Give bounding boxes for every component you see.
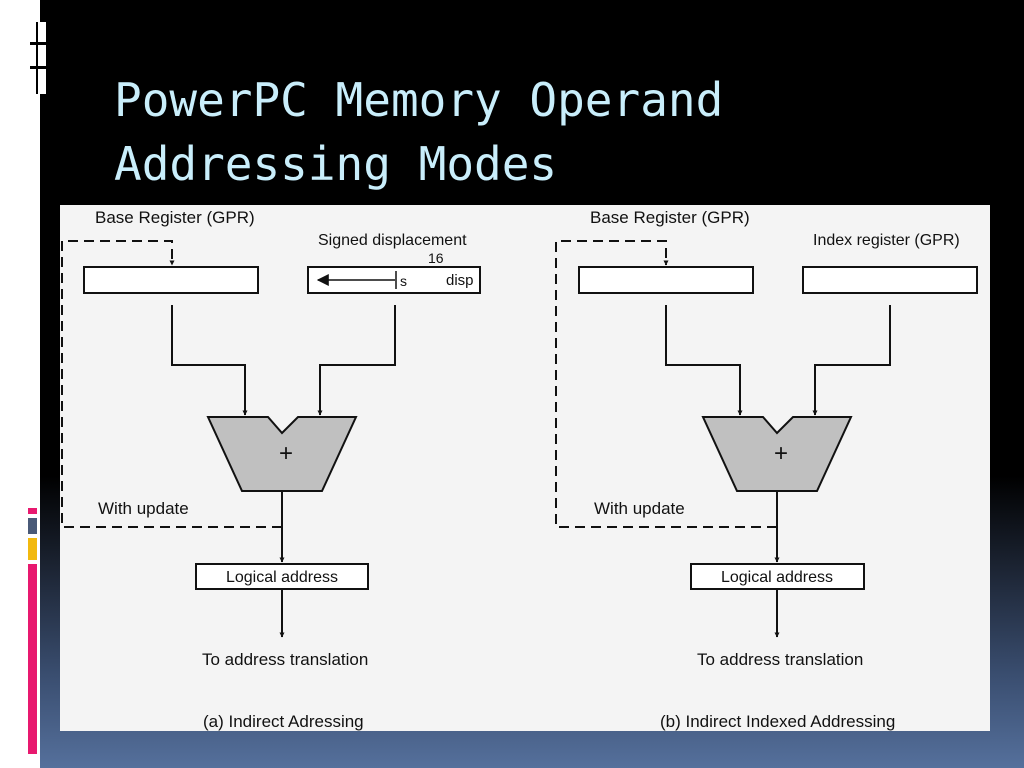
accent-bar-gold xyxy=(28,538,37,560)
panel-b-adder-alu xyxy=(701,416,853,492)
panel-b-with-update-label: With update xyxy=(594,499,685,518)
panel-b-logical-address-box xyxy=(690,563,865,590)
panel-a-adder-alu xyxy=(206,416,358,492)
accent-bar-pink-top xyxy=(28,508,37,514)
slide-title-line-1: PowerPC Memory Operand xyxy=(114,73,724,127)
panel-b-index-to-alu-line xyxy=(812,305,891,416)
panel-a-caption: (a) Indirect Adressing xyxy=(203,712,364,731)
panel-a-sign-field: s xyxy=(400,273,407,289)
panel-b-indirect-indexed-addressing: Base Register (GPR) Index register (GPR)… xyxy=(555,208,978,731)
left-accent-strip xyxy=(0,0,40,768)
panel-b-caption: (b) Indirect Indexed Addressing xyxy=(660,712,895,731)
panel-a-base-register-label: Base Register (GPR) xyxy=(95,208,255,227)
panel-a-width-label: 16 xyxy=(428,250,444,266)
panel-a-with-update-label: With update xyxy=(98,499,189,518)
accent-bar-slate xyxy=(28,518,37,534)
panel-b-index-register-label: Index register (GPR) xyxy=(813,232,960,249)
panel-b-base-register-label: Base Register (GPR) xyxy=(590,208,750,227)
window-frame-icon xyxy=(16,22,46,94)
slide-title-line-2: Addressing Modes xyxy=(114,137,558,191)
panel-a-logical-address-box xyxy=(195,563,369,590)
panel-b-base-to-alu-line xyxy=(665,305,743,416)
accent-bar-pink-long xyxy=(28,564,37,754)
panel-a-adder-symbol: + xyxy=(279,440,293,467)
panel-a-disp-to-alu-line xyxy=(317,305,396,416)
panel-a-displacement-label: Signed displacement xyxy=(318,232,467,249)
addressing-modes-diagram: Base Register (GPR) Signed displacement … xyxy=(60,205,990,731)
panel-b-base-register-box xyxy=(578,266,754,294)
panel-b-update-feedback-line xyxy=(555,240,777,528)
panel-a-base-register-box xyxy=(83,266,259,294)
panel-a-update-feedback-line xyxy=(61,240,282,528)
panel-a-disp-field: disp xyxy=(446,272,474,289)
slide-title: PowerPC Memory Operand Addressing Modes xyxy=(114,68,994,196)
panel-a-indirect-addressing: Base Register (GPR) Signed displacement … xyxy=(61,208,481,731)
diagram-canvas: Base Register (GPR) Signed displacement … xyxy=(61,208,978,731)
panel-b-adder-symbol: + xyxy=(774,440,788,467)
panel-a-logical-address-label: Logical address xyxy=(226,569,338,586)
panel-b-destination-label: To address translation xyxy=(697,650,863,669)
panel-a-base-to-alu-line xyxy=(171,305,248,416)
panel-b-index-register-box xyxy=(802,266,978,294)
panel-a-destination-label: To address translation xyxy=(202,650,368,669)
panel-b-logical-address-label: Logical address xyxy=(721,569,833,586)
